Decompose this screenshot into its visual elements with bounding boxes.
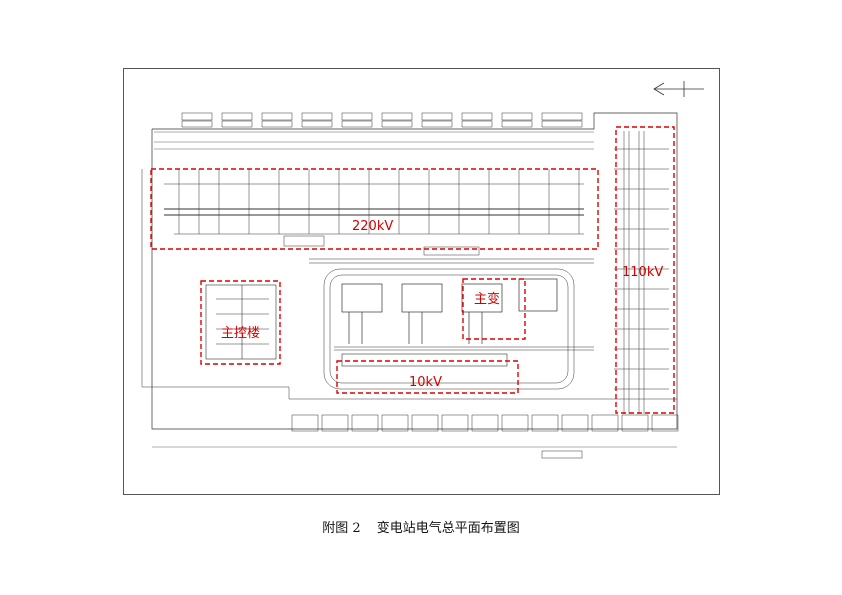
figure-title: 变电站电气总平面布置图 [376, 521, 520, 536]
zone-main-transformer-outline [462, 278, 526, 340]
figure-number: 附图 2 [322, 521, 361, 536]
zone-10kv-outline [336, 360, 519, 394]
110kv-bays [614, 131, 669, 414]
figure-caption: 附图 2 变电站电气总平面布置图 [0, 517, 842, 536]
zone-110kv-label: 110kV [622, 265, 664, 280]
zone-10kv-label: 10kV [409, 375, 442, 390]
zone-control-building-label: 主控楼 [221, 326, 261, 341]
control-building-plan [205, 284, 277, 360]
zone-220kv-label: 220kV [352, 219, 394, 234]
10kv-switchgear [334, 346, 594, 367]
site-roads [309, 258, 594, 390]
drawing-frame: 220kV 110kV 主变 主控楼 10kV [123, 68, 720, 495]
zone-main-transformer-label: 主变 [474, 292, 501, 307]
substation-plan [141, 81, 704, 459]
zone-110kv-outline [615, 126, 675, 414]
main-transformers [341, 278, 558, 344]
bay-name-row [181, 112, 583, 128]
north-arrow-icon [653, 81, 704, 97]
site-boundary [151, 112, 678, 430]
inner-wall [141, 169, 677, 400]
220kv-bays [164, 169, 584, 256]
outgoing-bays [152, 414, 679, 459]
zone-control-building-outline [200, 280, 281, 365]
